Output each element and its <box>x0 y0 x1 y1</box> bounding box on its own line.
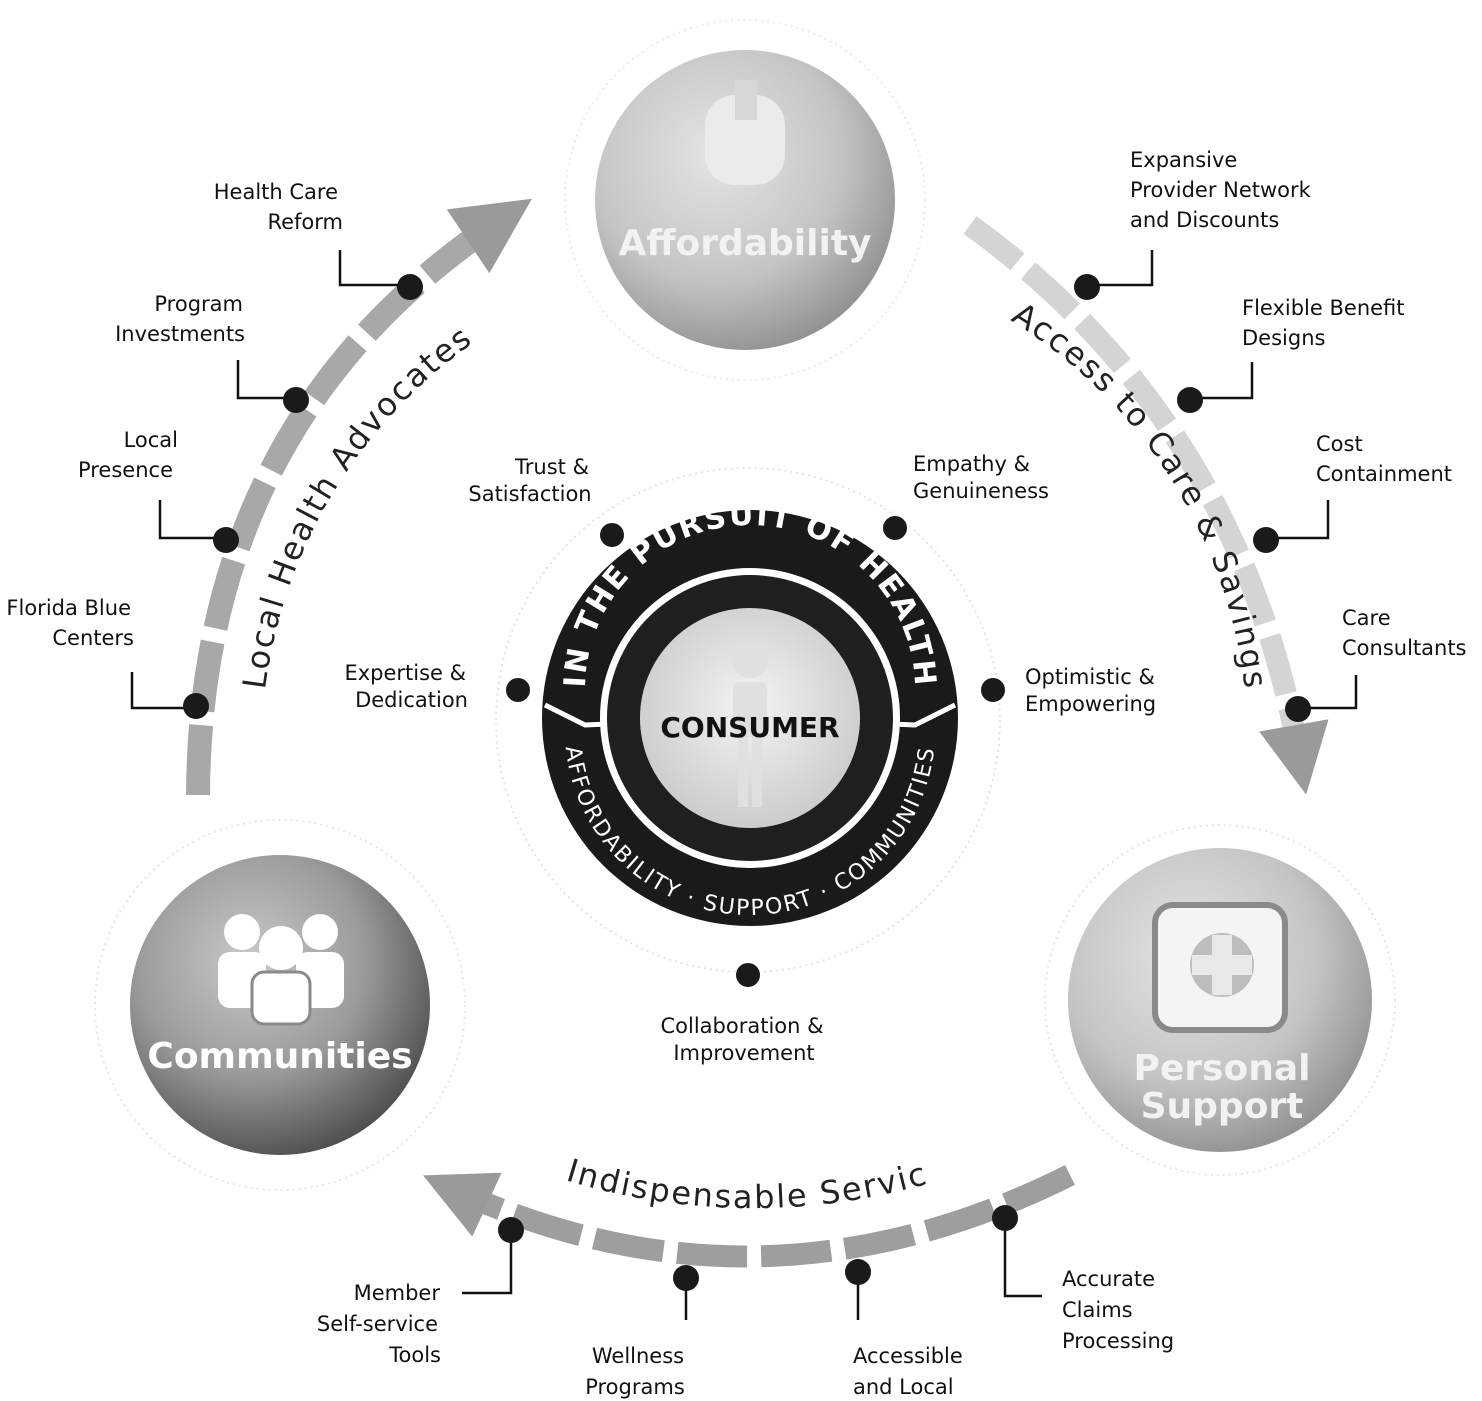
bottom-item-dots <box>498 1205 1018 1291</box>
value-collaboration: Collaboration &Improvement <box>660 1014 823 1065</box>
person-icon <box>732 642 768 807</box>
left-arrow-label: Local Health Advocates <box>235 317 479 691</box>
value-dot-empathy <box>883 516 907 540</box>
personal-support-hub: Personal Support <box>1068 848 1372 1152</box>
communities-halo <box>94 819 466 1191</box>
people-icon <box>218 914 344 1026</box>
center-halo <box>495 467 1001 973</box>
value-trust: Trust &Satisfaction <box>468 455 591 506</box>
value-dot-optimistic <box>981 678 1005 702</box>
personal-support-title-line2: Support <box>1141 1086 1304 1127</box>
consumer-label: CONSUMER <box>660 711 839 744</box>
value-dot-collaboration <box>736 963 760 987</box>
value-expertise: Expertise &Dedication <box>344 661 468 712</box>
value-optimistic: Optimistic &Empowering <box>1025 665 1156 716</box>
bottom-arrow <box>423 1165 1075 1268</box>
right-item-dots <box>1074 274 1311 722</box>
affordability-hub: Affordability <box>595 50 895 350</box>
left-item-dots <box>183 274 423 719</box>
right-item-connectors <box>1087 250 1358 710</box>
value-empathy: Empathy &Genuineness <box>913 452 1049 503</box>
left-item-connectors <box>130 250 410 710</box>
value-dots <box>506 516 1005 987</box>
affordability-halo <box>564 19 926 381</box>
support-halo <box>1044 824 1396 1176</box>
consumer-center: CONSUMER IN THE PURSUIT OF HEALTH AFFORD… <box>542 498 958 926</box>
first-aid-icon <box>1152 902 1288 1033</box>
communities-hub: Communities <box>130 855 430 1155</box>
affordability-title: Affordability <box>618 223 871 264</box>
value-dot-trust <box>600 523 624 547</box>
personal-support-title-line1: Personal <box>1134 1048 1311 1089</box>
communities-title: Communities <box>147 1036 412 1077</box>
bottom-item-connectors <box>462 1218 1042 1320</box>
right-arrow <box>963 216 1329 795</box>
left-arrow <box>186 198 532 796</box>
dollar-icon <box>705 80 785 185</box>
value-dot-expertise <box>506 678 530 702</box>
